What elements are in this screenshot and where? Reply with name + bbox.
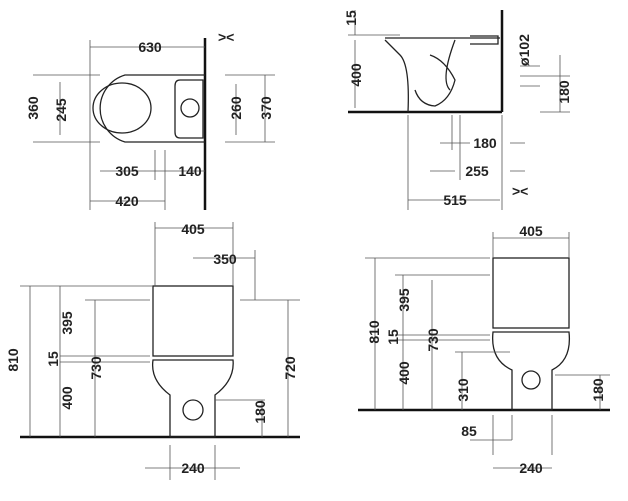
dim-395: 395 bbox=[396, 288, 412, 312]
dim-810: 810 bbox=[5, 348, 21, 372]
pan-outline bbox=[384, 35, 500, 113]
dim-260: 260 bbox=[228, 96, 244, 120]
top-view: 630 >< 360 245 260 370 305 140 420 bbox=[25, 29, 275, 210]
dim-245: 245 bbox=[53, 98, 69, 122]
dim-15: 15 bbox=[385, 329, 401, 345]
dim-515: 515 bbox=[443, 192, 467, 208]
dim-395: 395 bbox=[59, 311, 75, 335]
dim-630: 630 bbox=[138, 39, 162, 55]
min-symbol: >< bbox=[512, 183, 528, 199]
dim-305: 305 bbox=[115, 163, 139, 179]
dim-350: 350 bbox=[213, 251, 237, 267]
dim-370: 370 bbox=[258, 96, 274, 120]
dim-240: 240 bbox=[181, 460, 205, 476]
front-view-2: 405 810 395 15 730 400 310 180 85 240 bbox=[358, 223, 610, 476]
outlet-circle bbox=[182, 399, 204, 421]
min-symbol: >< bbox=[218, 29, 234, 45]
cistern-outline bbox=[492, 257, 570, 329]
dim-240: 240 bbox=[519, 460, 543, 476]
dim-405: 405 bbox=[181, 221, 205, 237]
dim-405: 405 bbox=[519, 223, 543, 239]
dim-15: 15 bbox=[45, 351, 61, 367]
dim-180: 180 bbox=[590, 378, 606, 402]
dim-310: 310 bbox=[455, 378, 471, 402]
bowl-outline bbox=[99, 74, 205, 143]
dim-810: 810 bbox=[366, 320, 382, 344]
flush-button-icon bbox=[180, 98, 200, 118]
dim-85: 85 bbox=[461, 423, 477, 439]
outlet-circle bbox=[521, 370, 541, 390]
cistern-outline bbox=[152, 285, 234, 357]
dim-360: 360 bbox=[25, 96, 41, 120]
side-view: 15 400 ø102 180 180 255 515 >< bbox=[343, 10, 572, 210]
dim-15: 15 bbox=[343, 10, 359, 26]
dim-180: 180 bbox=[252, 400, 268, 424]
dim-102-diameter: ø102 bbox=[516, 34, 532, 66]
seat-outline bbox=[92, 82, 152, 134]
cistern-outline bbox=[174, 79, 204, 139]
front-view: 405 350 810 395 15 400 730 720 180 240 bbox=[5, 221, 300, 480]
pan-front-outline bbox=[491, 331, 571, 411]
dim-180-vertical: 180 bbox=[556, 80, 572, 104]
dim-400: 400 bbox=[59, 386, 75, 410]
dim-730: 730 bbox=[88, 356, 104, 380]
dim-180: 180 bbox=[473, 135, 497, 151]
dim-420: 420 bbox=[115, 193, 139, 209]
dim-255: 255 bbox=[465, 163, 489, 179]
pan-front-outline bbox=[151, 359, 234, 438]
dim-400: 400 bbox=[348, 63, 364, 87]
dim-140: 140 bbox=[178, 163, 202, 179]
dim-400: 400 bbox=[396, 361, 412, 385]
dim-720: 720 bbox=[282, 356, 298, 380]
dim-730: 730 bbox=[425, 328, 441, 352]
